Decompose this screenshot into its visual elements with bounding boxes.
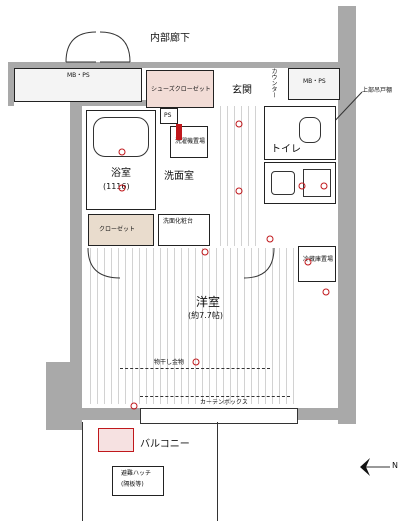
entry-door-swing bbox=[65, 31, 131, 63]
corridor-label: 内部廊下 bbox=[150, 33, 190, 44]
wall-top bbox=[8, 62, 344, 68]
ps-box: PS bbox=[160, 108, 178, 124]
vanity-label: 洗面化粧台 bbox=[163, 218, 194, 225]
bathtub bbox=[93, 117, 149, 157]
curtain-box-label: カーテンボックス bbox=[200, 399, 248, 406]
evac-hatch-line2: (隔板等) bbox=[121, 481, 144, 488]
balcony-area bbox=[82, 422, 218, 521]
north-arrow-icon bbox=[360, 458, 390, 476]
shoe-closet: シューズクローゼット bbox=[146, 70, 214, 108]
wall-left-upper bbox=[8, 64, 14, 106]
north-label: N bbox=[392, 461, 398, 470]
mbps-right-label: MB・PS bbox=[303, 78, 326, 85]
entrance-label: 玄関 bbox=[232, 85, 252, 96]
toilet-label: トイレ bbox=[271, 144, 301, 155]
vanity: 洗面化粧台 bbox=[158, 214, 210, 246]
wall-right-column bbox=[338, 6, 356, 424]
counter-label: カウンター bbox=[270, 68, 277, 98]
wall-left-outcrop bbox=[46, 362, 74, 430]
top-hanging-door-label: 上部吊戸棚 bbox=[362, 87, 393, 94]
drying-rail bbox=[120, 368, 270, 369]
drying-rail-label: 物干し金物 bbox=[154, 359, 185, 366]
ac-outdoor-unit bbox=[98, 428, 134, 452]
evac-hatch-line1: 避難ハッチ bbox=[121, 470, 152, 477]
wall-left-main bbox=[70, 100, 82, 430]
hallway-floor bbox=[214, 106, 262, 246]
bath-size: (1116) bbox=[103, 182, 130, 191]
fridge-label: 冷蔵庫置場 bbox=[303, 256, 334, 263]
ps-label: PS bbox=[164, 112, 172, 119]
closet: クローゼット bbox=[88, 214, 154, 246]
bath-name: 浴室 bbox=[111, 168, 131, 179]
closet-label: クローゼット bbox=[99, 226, 136, 233]
shoe-closet-label: シューズクローゼット bbox=[151, 86, 211, 93]
fridge-space: 冷蔵庫置場 bbox=[298, 246, 336, 282]
toilet-bowl bbox=[299, 117, 321, 143]
mbps-left: MB・PS bbox=[14, 68, 142, 102]
western-room-area: (約7.7帖) bbox=[188, 311, 223, 320]
wall-mid-divider bbox=[82, 100, 208, 106]
evac-hatch: 避難ハッチ (隔板等) bbox=[112, 466, 164, 496]
toilet-room: トイレ bbox=[264, 106, 336, 160]
mbps-right: MB・PS bbox=[288, 68, 340, 100]
washroom-label: 洗面室 bbox=[164, 171, 194, 182]
bathroom: 浴室 (1116) bbox=[86, 110, 156, 210]
sink bbox=[271, 171, 295, 195]
washer-pan-label: 洗濯機置場 bbox=[175, 138, 206, 145]
balcony-label: バルコニー bbox=[140, 439, 190, 450]
balcony-window bbox=[140, 408, 298, 424]
western-room-label: 洋室 bbox=[196, 295, 221, 309]
western-room-floor bbox=[84, 248, 294, 404]
curtain-box bbox=[140, 396, 290, 397]
room-door-swings bbox=[87, 247, 275, 279]
mbps-left-label: MB・PS bbox=[67, 72, 90, 79]
